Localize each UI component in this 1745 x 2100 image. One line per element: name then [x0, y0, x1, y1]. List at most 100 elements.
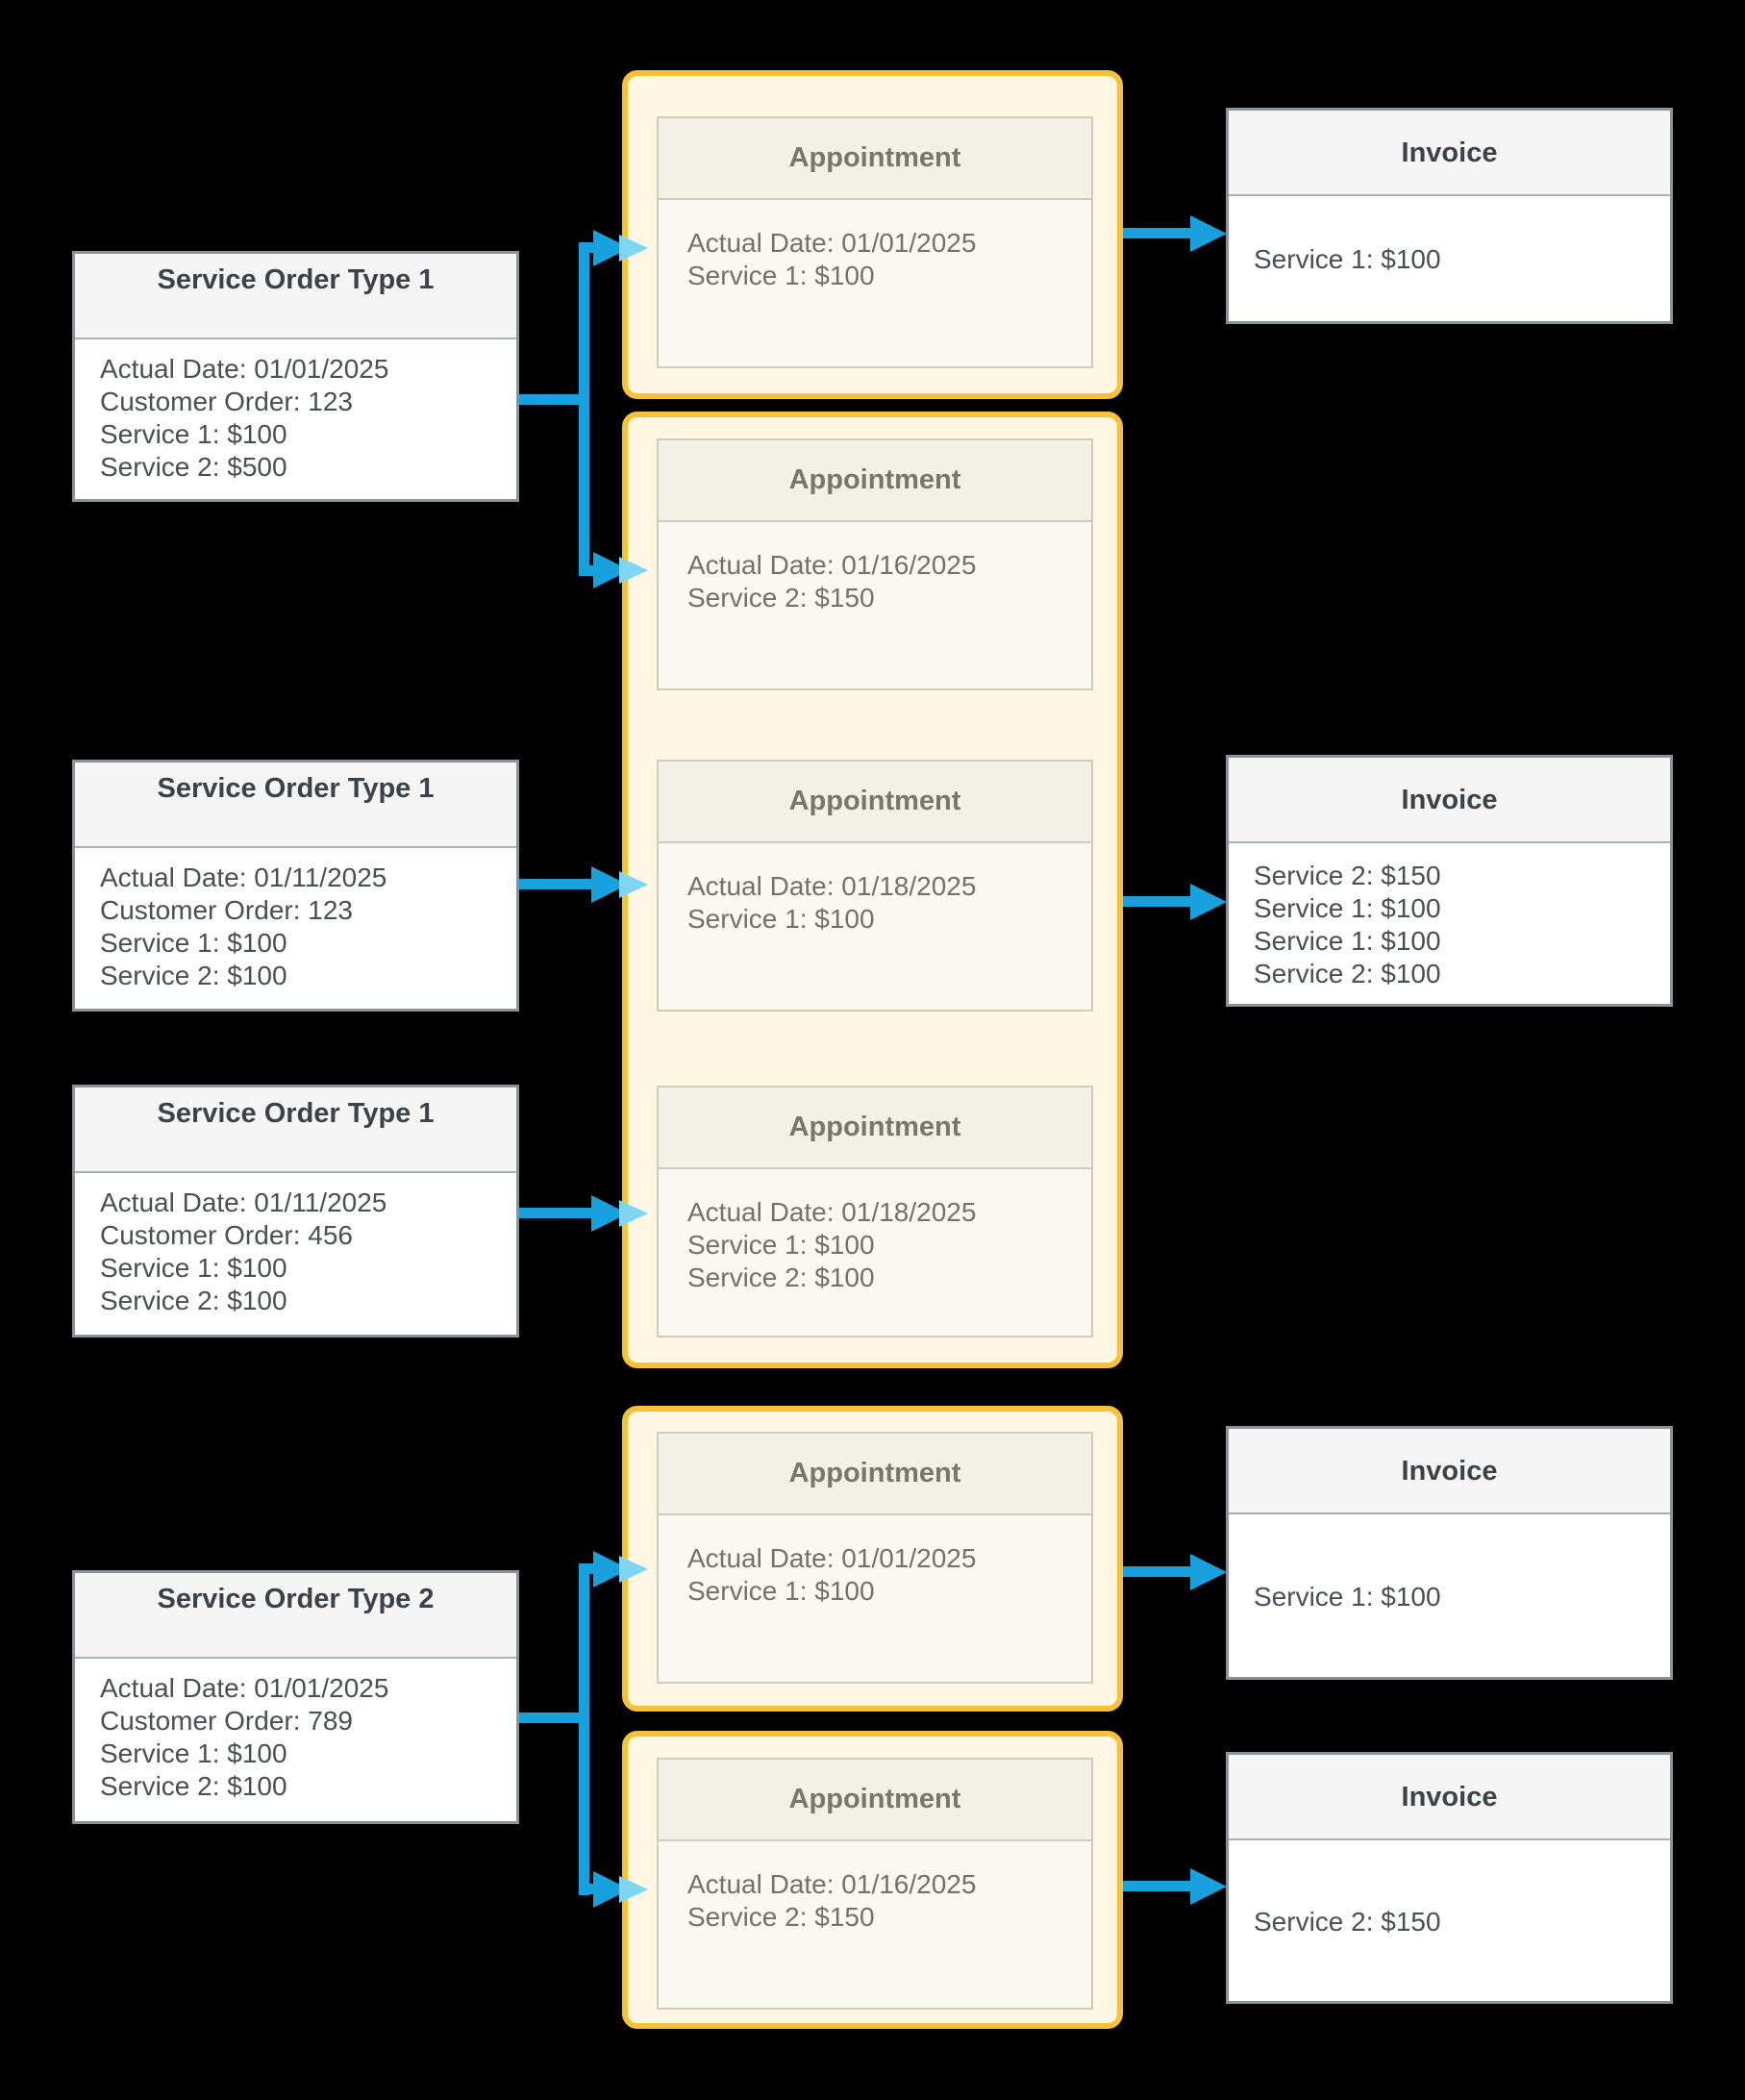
detail-line: Service 2: $100	[100, 1286, 287, 1315]
arrow-so1-bottom	[579, 565, 594, 576]
arrow-so1-top	[579, 242, 594, 253]
arrowhead-icon	[1190, 884, 1227, 920]
appointment-body: Actual Date: 01/16/2025 Service 2: $150	[659, 1841, 1091, 1934]
appointment-body: Actual Date: 01/01/2025 Service 1: $100	[659, 1515, 1091, 1608]
appointment-body: Actual Date: 01/18/2025 Service 1: $100 …	[659, 1169, 1091, 1294]
arrow-app3-invoice2	[1123, 896, 1192, 907]
detail-line: Customer Order: 789	[100, 1706, 353, 1736]
detail-line: Actual Date: 01/18/2025	[687, 1197, 977, 1227]
detail-line: Actual Date: 01/18/2025	[687, 871, 977, 901]
appointment-card: Appointment Actual Date: 01/01/2025 Serv…	[657, 116, 1093, 368]
detail-line: Service 1: $100	[100, 1738, 287, 1768]
invoice-body: Service 1: $100	[1229, 198, 1670, 321]
appointment-body: Actual Date: 01/01/2025 Service 1: $100	[659, 200, 1091, 292]
service-order-title: Service Order Type 2	[75, 1573, 516, 1659]
detail-line: Actual Date: 01/01/2025	[687, 1543, 977, 1573]
invoice-title: Invoice	[1229, 1429, 1670, 1514]
appointment-title: Appointment	[659, 1088, 1091, 1169]
arrowhead-tip-icon	[619, 235, 648, 262]
appointment-card: Appointment Actual Date: 01/16/2025 Serv…	[657, 438, 1093, 690]
detail-line: Service 2: $150	[1254, 1906, 1441, 1937]
detail-line: Service 2: $100	[100, 961, 287, 990]
service-order-card: Service Order Type 1 Actual Date: 01/11/…	[72, 760, 519, 1012]
invoice-card: Invoice Service 1: $100	[1226, 108, 1673, 324]
invoice-title: Invoice	[1229, 758, 1670, 843]
invoice-title: Invoice	[1229, 111, 1670, 196]
arrow-so3	[519, 1208, 593, 1218]
detail-line: Actual Date: 01/16/2025	[687, 1869, 977, 1899]
appointment-title: Appointment	[659, 1434, 1091, 1515]
arrowhead-tip-icon	[619, 1556, 648, 1583]
invoice-card: Invoice Service 1: $100	[1226, 1426, 1673, 1680]
detail-line: Actual Date: 01/11/2025	[100, 862, 387, 892]
detail-line: Customer Order: 123	[100, 895, 353, 925]
service-order-body: Actual Date: 01/01/2025 Customer Order: …	[75, 339, 516, 484]
arrow-so4-top	[579, 1563, 594, 1574]
detail-line: Service 1: $100	[100, 928, 287, 958]
appointment-card: Appointment Actual Date: 01/18/2025 Serv…	[657, 1086, 1093, 1338]
arrow-app1-invoice1	[1123, 228, 1192, 238]
detail-line: Service 2: $100	[100, 1771, 287, 1801]
appointment-group: Appointment Actual Date: 01/16/2025 Serv…	[622, 412, 1123, 1368]
arrow-app6-invoice4	[1123, 1881, 1192, 1891]
detail-line: Actual Date: 01/16/2025	[687, 550, 977, 580]
detail-line: Actual Date: 01/01/2025	[687, 228, 977, 258]
appointment-body: Actual Date: 01/16/2025 Service 2: $150	[659, 522, 1091, 614]
detail-line: Service 1: $100	[687, 261, 875, 290]
appointment-title: Appointment	[659, 762, 1091, 843]
detail-line: Service 1: $100	[100, 419, 287, 449]
detail-line: Service 1: $100	[687, 1230, 875, 1260]
detail-line: Service 2: $150	[1254, 860, 1441, 890]
invoice-card: Invoice Service 2: $150	[1226, 1752, 1673, 2004]
detail-line: Service 1: $100	[1254, 1581, 1441, 1612]
invoice-body: Service 1: $100	[1229, 1516, 1670, 1677]
appointment-card: Appointment Actual Date: 01/16/2025 Serv…	[657, 1758, 1093, 2010]
detail-line: Service 1: $100	[1254, 892, 1441, 923]
service-order-body: Actual Date: 01/01/2025 Customer Order: …	[75, 1659, 516, 1803]
arrowhead-tip-icon	[619, 1876, 648, 1903]
detail-line: Actual Date: 01/01/2025	[100, 1673, 389, 1703]
detail-line: Service 1: $100	[100, 1253, 287, 1283]
detail-line: Customer Order: 456	[100, 1220, 353, 1250]
appointment-title: Appointment	[659, 118, 1091, 200]
appointment-group: Appointment Actual Date: 01/16/2025 Serv…	[622, 1731, 1123, 2029]
detail-line: Service 2: $500	[100, 452, 287, 482]
appointment-card: Appointment Actual Date: 01/01/2025 Serv…	[657, 1432, 1093, 1684]
appointment-group: Appointment Actual Date: 01/01/2025 Serv…	[622, 1406, 1123, 1712]
detail-line: Actual Date: 01/01/2025	[100, 354, 389, 384]
arrowhead-icon	[1190, 1554, 1227, 1590]
service-order-card: Service Order Type 1 Actual Date: 01/01/…	[72, 251, 519, 502]
detail-line: Service 2: $150	[687, 583, 875, 612]
service-order-title: Service Order Type 1	[75, 254, 516, 339]
detail-line: Service 2: $100	[1254, 958, 1441, 988]
invoice-body: Service 2: $150	[1229, 1842, 1670, 2001]
appointment-card: Appointment Actual Date: 01/18/2025 Serv…	[657, 760, 1093, 1012]
appointment-body: Actual Date: 01/18/2025 Service 1: $100	[659, 843, 1091, 936]
appointment-title: Appointment	[659, 440, 1091, 522]
detail-line: Service 1: $100	[687, 904, 875, 934]
arrow-so4-bottom	[579, 1884, 594, 1894]
invoice-body: Service 2: $150 Service 1: $100 Service …	[1229, 845, 1670, 1004]
arrowhead-tip-icon	[619, 871, 648, 898]
arrow-so2	[519, 879, 593, 889]
appointment-title: Appointment	[659, 1760, 1091, 1841]
detail-line: Service 1: $100	[1254, 925, 1441, 956]
detail-line: Service 2: $100	[687, 1262, 875, 1292]
detail-line: Service 1: $100	[687, 1576, 875, 1606]
service-order-card: Service Order Type 1 Actual Date: 01/11/…	[72, 1085, 519, 1338]
detail-line: Service 1: $100	[1254, 244, 1441, 274]
detail-line: Customer Order: 123	[100, 387, 353, 416]
arrowhead-icon	[1190, 215, 1227, 252]
service-order-title: Service Order Type 1	[75, 762, 516, 848]
arrow-so4-branch	[579, 1563, 589, 1895]
invoice-card: Invoice Service 2: $150 Service 1: $100 …	[1226, 755, 1673, 1007]
arrow-so1-branch	[579, 242, 589, 576]
service-order-title: Service Order Type 1	[75, 1088, 516, 1173]
arrowhead-tip-icon	[619, 557, 648, 584]
arrowhead-tip-icon	[619, 1200, 648, 1227]
invoice-title: Invoice	[1229, 1755, 1670, 1840]
appointment-group: Appointment Actual Date: 01/01/2025 Serv…	[622, 70, 1123, 399]
service-order-card: Service Order Type 2 Actual Date: 01/01/…	[72, 1570, 519, 1824]
service-order-body: Actual Date: 01/11/2025 Customer Order: …	[75, 848, 516, 992]
